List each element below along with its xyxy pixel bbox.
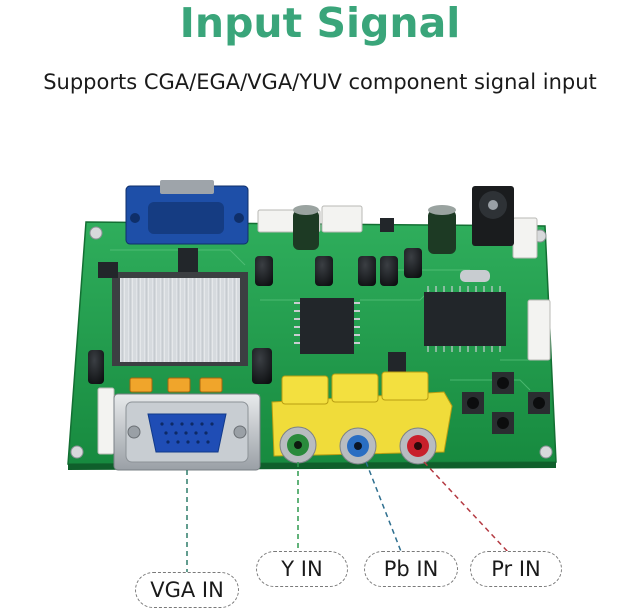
vga-in-label: VGA IN xyxy=(135,572,239,608)
page-subtitle: Supports CGA/EGA/VGA/YUV component signa… xyxy=(43,70,597,94)
y-in-label: Y IN xyxy=(256,551,348,587)
pb-in-leader xyxy=(365,461,403,555)
tact-buttons xyxy=(462,372,550,434)
pr-in-label: Pr IN xyxy=(470,551,562,587)
rca-block xyxy=(271,371,453,465)
top-vga-connector xyxy=(125,180,249,245)
heatsink xyxy=(112,272,248,366)
front-vga-connector xyxy=(113,393,261,471)
capacitors xyxy=(88,205,456,384)
chips xyxy=(98,218,506,372)
pr-in-leader xyxy=(423,461,509,553)
pb-in-label: Pb IN xyxy=(364,551,458,587)
dc-jack xyxy=(472,186,514,246)
page-title: Input Signal xyxy=(179,0,461,47)
